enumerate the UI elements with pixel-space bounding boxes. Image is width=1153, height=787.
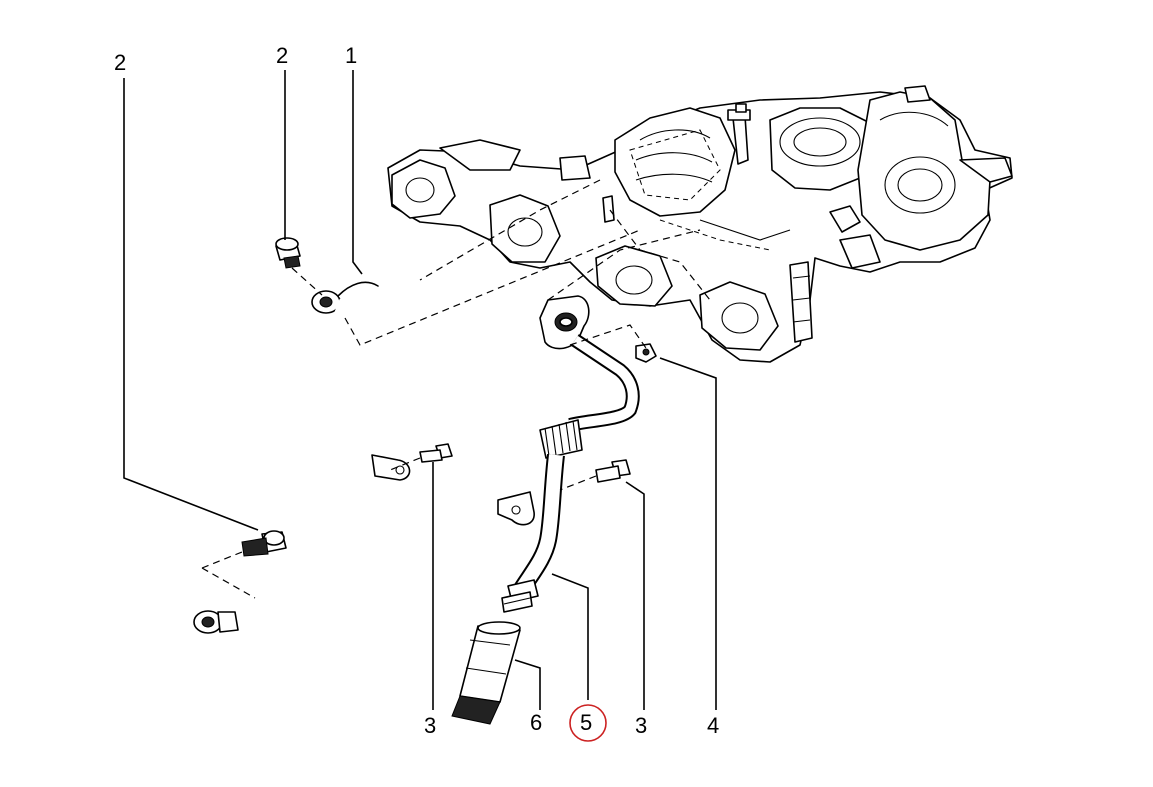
- callout-2-top: 2: [276, 43, 288, 68]
- callout-3-right: 3: [635, 713, 647, 738]
- leader-4: [659, 357, 717, 710]
- leader-2-left: [123, 78, 259, 531]
- leader-5: [551, 573, 589, 700]
- callout-3-left: 3: [424, 713, 436, 738]
- callout-4: 4: [707, 713, 719, 738]
- bracket-bolt-part-3-right: [595, 459, 631, 483]
- turbo-manifold-assembly: [387, 85, 1013, 363]
- leader-6: [514, 659, 541, 710]
- oil-return-pipe-part-5: [497, 295, 640, 613]
- callout-labels: 2 2 1 3 6 5 3 4: [114, 43, 719, 738]
- banjo-bolt-part-2-bottom: [241, 530, 287, 557]
- leader-3-right: [625, 481, 645, 710]
- hose-part-6: [451, 621, 521, 725]
- leader-1: [352, 70, 363, 275]
- highlight-circle-part-5: [569, 704, 607, 742]
- banjo-bolt-part-2-top: [275, 237, 301, 269]
- callout-6: 6: [530, 710, 542, 735]
- callout-5: 5: [580, 710, 592, 735]
- nut-part-4: [635, 343, 657, 363]
- leader-lines: [123, 70, 717, 710]
- callout-2-left: 2: [114, 50, 126, 75]
- assembly-guide-lines: [201, 179, 711, 599]
- callout-1: 1: [345, 43, 357, 68]
- bracket-bolt-part-3-left: [419, 443, 453, 463]
- oil-feed-pipe-part-1: [193, 281, 448, 634]
